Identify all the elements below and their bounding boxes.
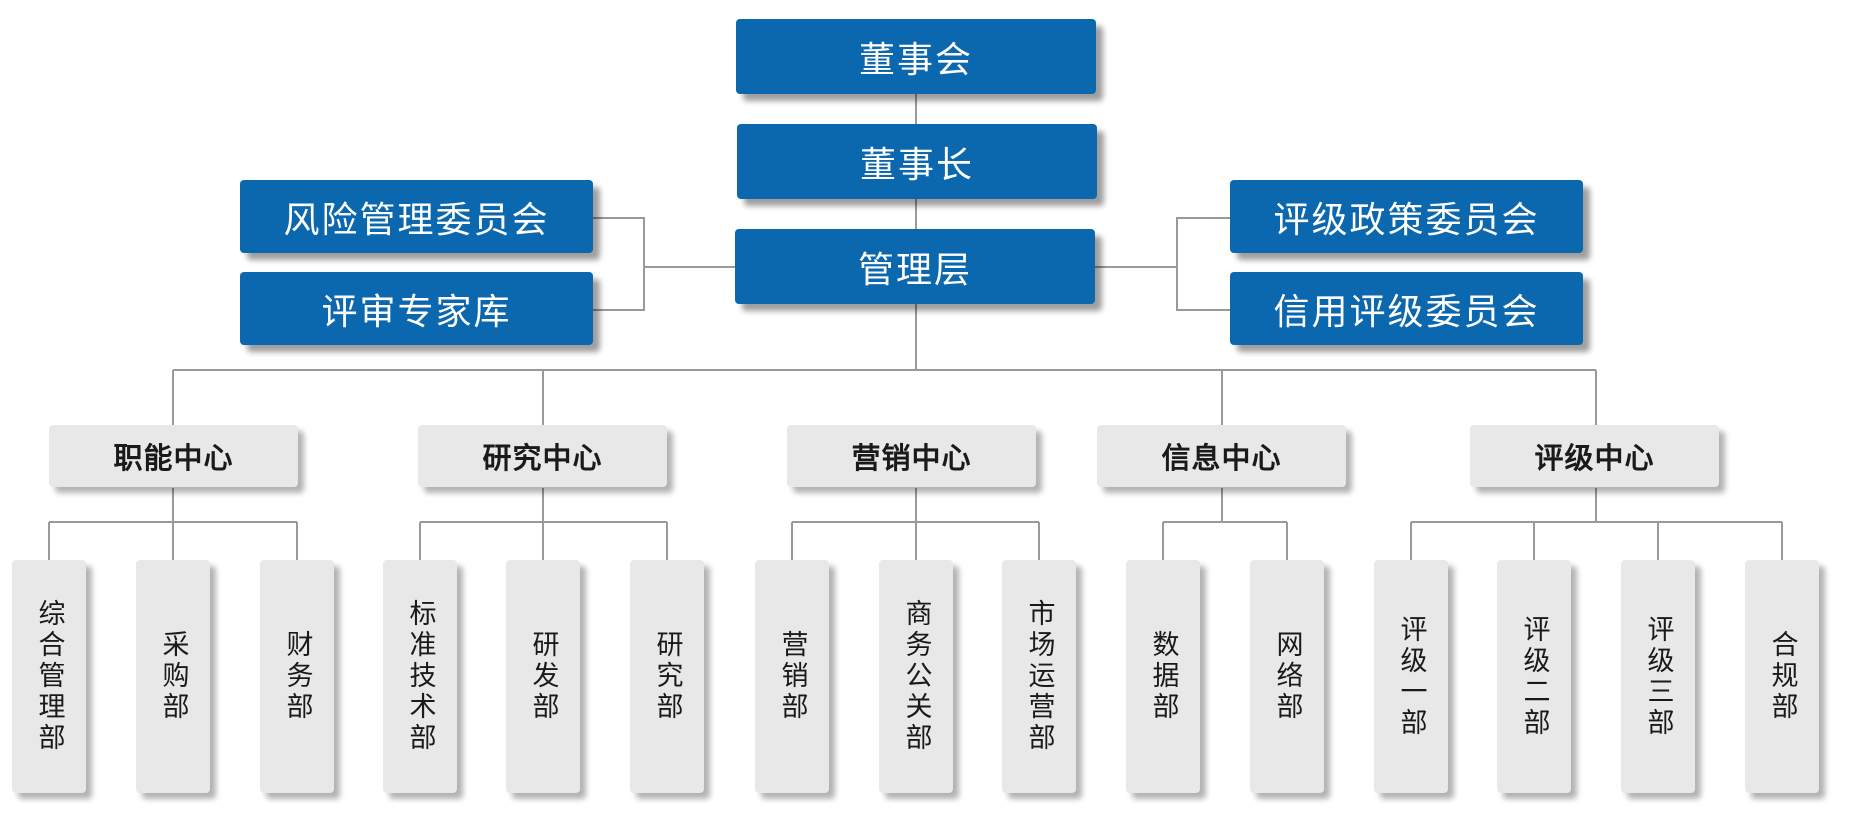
chairman-box: 董事长 [737,124,1097,199]
marketing-center-box: 营销中心 [787,425,1036,487]
functional-center-label: 职能中心 [113,441,234,475]
policy-committee-label: 评级政策委员会 [1273,199,1540,241]
dept-label: 采购部 [157,630,189,723]
management-label: 管理层 [857,249,972,291]
dept-label: 合规部 [1766,630,1798,723]
chairman-label: 董事长 [859,144,974,186]
dept-box: 评级三部 [1621,560,1695,793]
dept-label: 财务部 [281,630,313,723]
dept-box: 数据部 [1126,560,1200,793]
dept-label: 评级三部 [1642,614,1674,739]
dept-label: 研究部 [651,630,683,723]
management-box: 管理层 [735,229,1095,304]
dept-box: 综合管理部 [12,560,86,793]
dept-box: 评级二部 [1497,560,1571,793]
functional-center-box: 职能中心 [49,425,298,487]
dept-box: 研究部 [630,560,704,793]
dept-box: 财务部 [260,560,334,793]
dept-box: 评级一部 [1374,560,1448,793]
dept-label: 研发部 [527,630,559,723]
dept-box: 合规部 [1745,560,1819,793]
expert-pool-label: 评审专家库 [321,291,512,333]
risk-committee-label: 风险管理委员会 [283,199,550,241]
information-center-box: 信息中心 [1097,425,1346,487]
information-center-label: 信息中心 [1161,441,1282,475]
board-box: 董事会 [736,19,1096,94]
dept-box: 商务公关部 [879,560,953,793]
dept-box: 采购部 [136,560,210,793]
board-label: 董事会 [858,39,973,81]
policy-committee-box: 评级政策委员会 [1230,180,1583,253]
dept-label: 商务公关部 [900,599,932,754]
dept-label: 数据部 [1147,630,1179,723]
dept-label: 综合管理部 [33,599,65,754]
dept-box: 研发部 [506,560,580,793]
dept-box: 市场运营部 [1002,560,1076,793]
credit-committee-box: 信用评级委员会 [1230,272,1583,345]
rating-center-label: 评级中心 [1534,441,1655,475]
expert-pool-box: 评审专家库 [240,272,593,345]
dept-box: 网络部 [1250,560,1324,793]
left-bracket-line [591,217,645,311]
rating-center-box: 评级中心 [1470,425,1719,487]
dept-label: 网络部 [1271,630,1303,723]
risk-committee-box: 风险管理委员会 [240,180,593,253]
dept-label: 标准技术部 [404,599,436,754]
dept-label: 评级一部 [1395,614,1427,739]
right-bracket-line [1176,217,1230,311]
research-center-box: 研究中心 [418,425,667,487]
dept-box: 标准技术部 [383,560,457,793]
dept-box: 营销部 [755,560,829,793]
dept-label: 市场运营部 [1023,599,1055,754]
marketing-center-label: 营销中心 [851,441,972,475]
dept-label: 营销部 [776,630,808,723]
research-center-label: 研究中心 [482,441,603,475]
dept-label: 评级二部 [1518,614,1550,739]
credit-committee-label: 信用评级委员会 [1273,291,1540,333]
